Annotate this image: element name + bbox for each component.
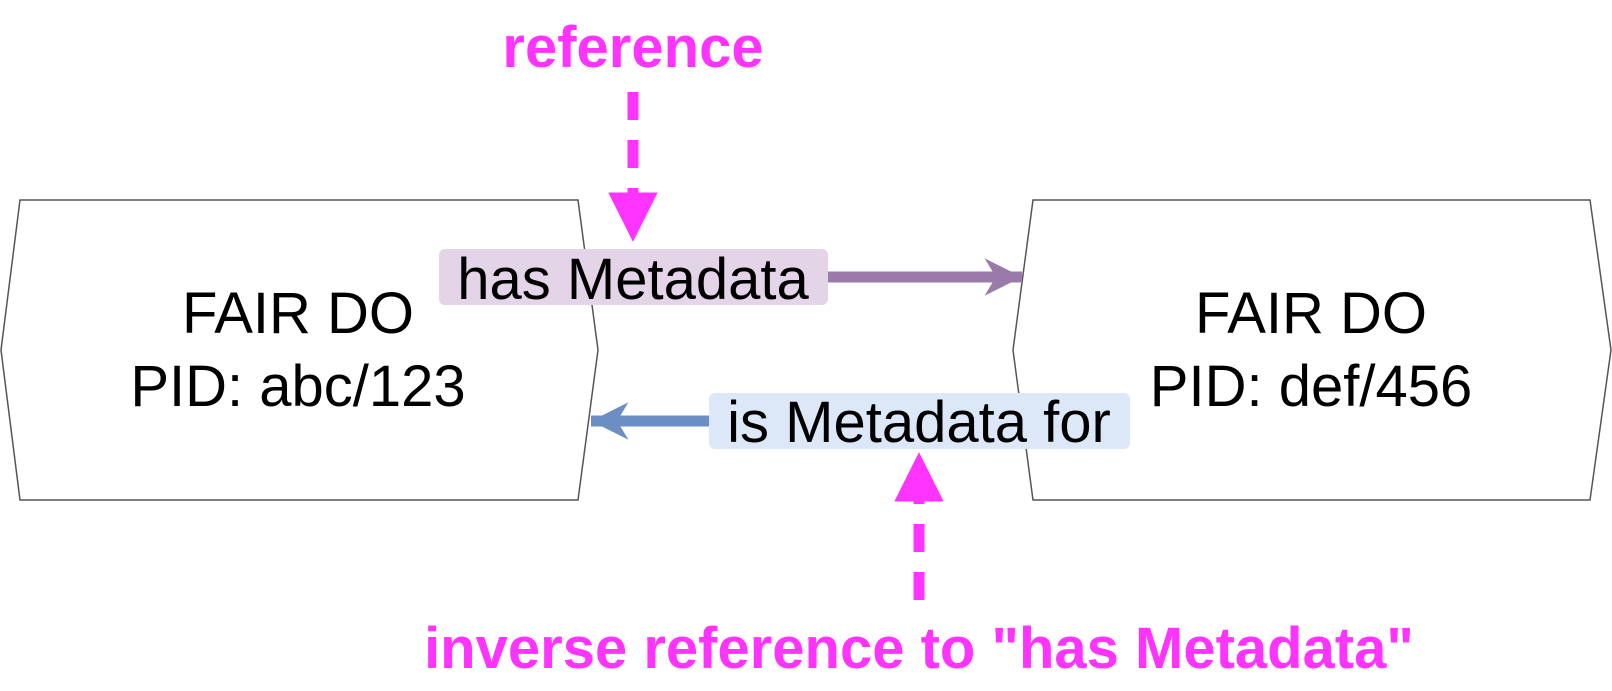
edge-is-metadata-for: is Metadata for bbox=[591, 390, 1130, 455]
fair-do-node-right: FAIR DO PID: def/456 bbox=[1012, 199, 1612, 501]
reference-label: reference bbox=[502, 15, 763, 80]
node-shape-left bbox=[0, 199, 599, 501]
inverse-reference-label: inverse reference to "has Metadata" bbox=[424, 616, 1414, 681]
is-metadata-for-label-bg bbox=[709, 393, 1130, 449]
node-left-pid: PID: abc/123 bbox=[130, 354, 465, 419]
node-left-title: FAIR DO bbox=[182, 281, 414, 346]
has-metadata-label: has Metadata bbox=[457, 247, 809, 312]
has-metadata-label-bg bbox=[439, 249, 828, 305]
reference-annotation: reference bbox=[502, 15, 764, 242]
is-metadata-for-label: is Metadata for bbox=[727, 390, 1111, 455]
node-right-title: FAIR DO bbox=[1195, 281, 1427, 346]
edge-has-metadata: has Metadata bbox=[439, 247, 1022, 312]
node-right-pid: PID: def/456 bbox=[1150, 354, 1472, 419]
fair-do-node-left: FAIR DO PID: abc/123 bbox=[0, 199, 599, 501]
inverse-reference-annotation: inverse reference to "has Metadata" bbox=[424, 452, 1414, 681]
node-shape-right bbox=[1012, 199, 1612, 501]
